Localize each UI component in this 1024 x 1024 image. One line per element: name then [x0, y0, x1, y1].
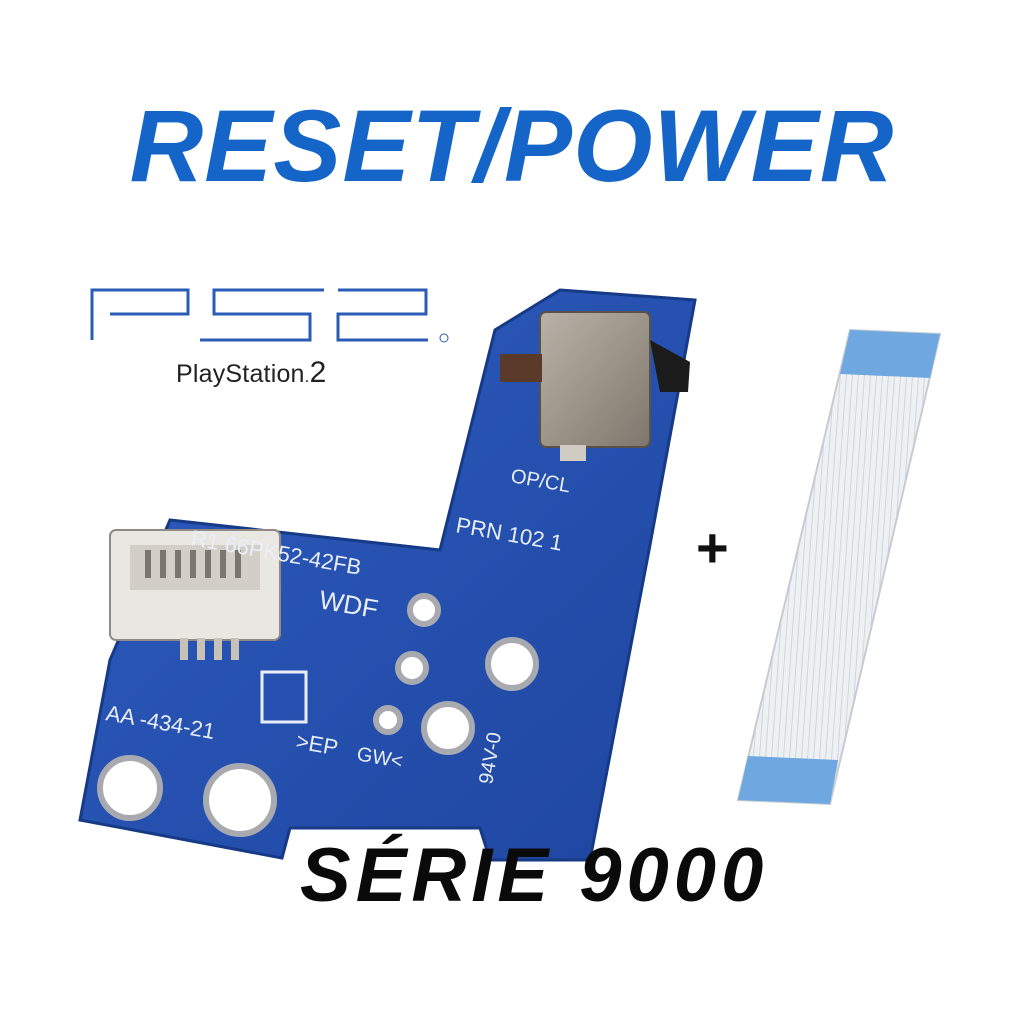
playstation-wordmark: PlayStation.2	[176, 356, 327, 389]
cable-tab-top	[840, 330, 940, 378]
title-reset-power: RESET/POWER	[129, 89, 895, 203]
cable-tab-bottom	[738, 756, 838, 804]
switch-tab	[650, 340, 690, 392]
mount-hole	[395, 651, 429, 685]
mount-hole	[373, 705, 403, 735]
series-label: SÉRIE 9000	[300, 833, 769, 918]
plus-sign: +	[696, 516, 729, 579]
ps2-logo	[90, 288, 449, 343]
mount-hole	[421, 701, 475, 755]
mount-hole	[407, 593, 441, 627]
switch-lever	[500, 354, 542, 382]
mount-hole	[97, 755, 163, 821]
mount-hole	[485, 637, 539, 691]
mount-hole	[203, 763, 277, 837]
